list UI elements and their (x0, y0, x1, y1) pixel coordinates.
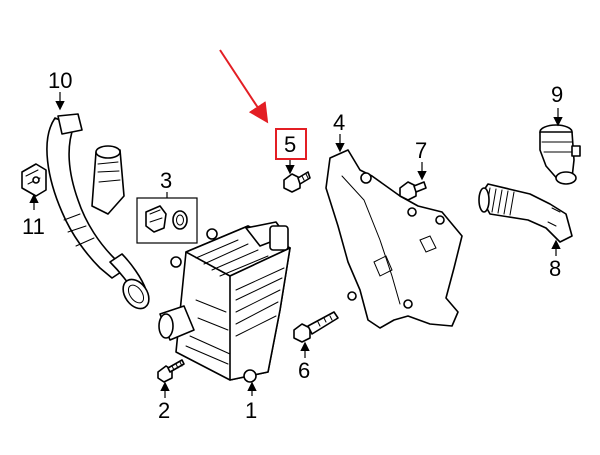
bolt-part-6 (293, 311, 339, 343)
callout-3: 3 (160, 168, 172, 193)
bracket-part-11 (21, 163, 47, 197)
hose-part-8 (478, 183, 573, 243)
bolt-part-7 (399, 181, 427, 201)
highlight-arrow (219, 49, 269, 124)
callout-7: 7 (415, 138, 427, 163)
callout-11: 11 (22, 214, 45, 239)
air-hose-part-10 (46, 113, 150, 310)
callout-1: 1 (245, 398, 257, 423)
callout-10: 10 (48, 68, 72, 93)
bolt-part-5 (283, 171, 311, 193)
mounting-bracket-part-4 (325, 149, 463, 329)
callout-6: 6 (298, 358, 310, 383)
callout-2: 2 (158, 398, 170, 423)
callout-8: 8 (549, 256, 561, 281)
callout-4: 4 (333, 110, 345, 135)
callout-5-highlight-box (275, 128, 307, 160)
sensor-part-3 (136, 197, 198, 244)
elbow-connector-part-9 (539, 124, 581, 185)
callout-9: 9 (551, 82, 563, 107)
intercooler-part-1 (158, 221, 291, 383)
callout-5: 5 (284, 132, 296, 157)
bolt-part-2 (157, 359, 185, 383)
